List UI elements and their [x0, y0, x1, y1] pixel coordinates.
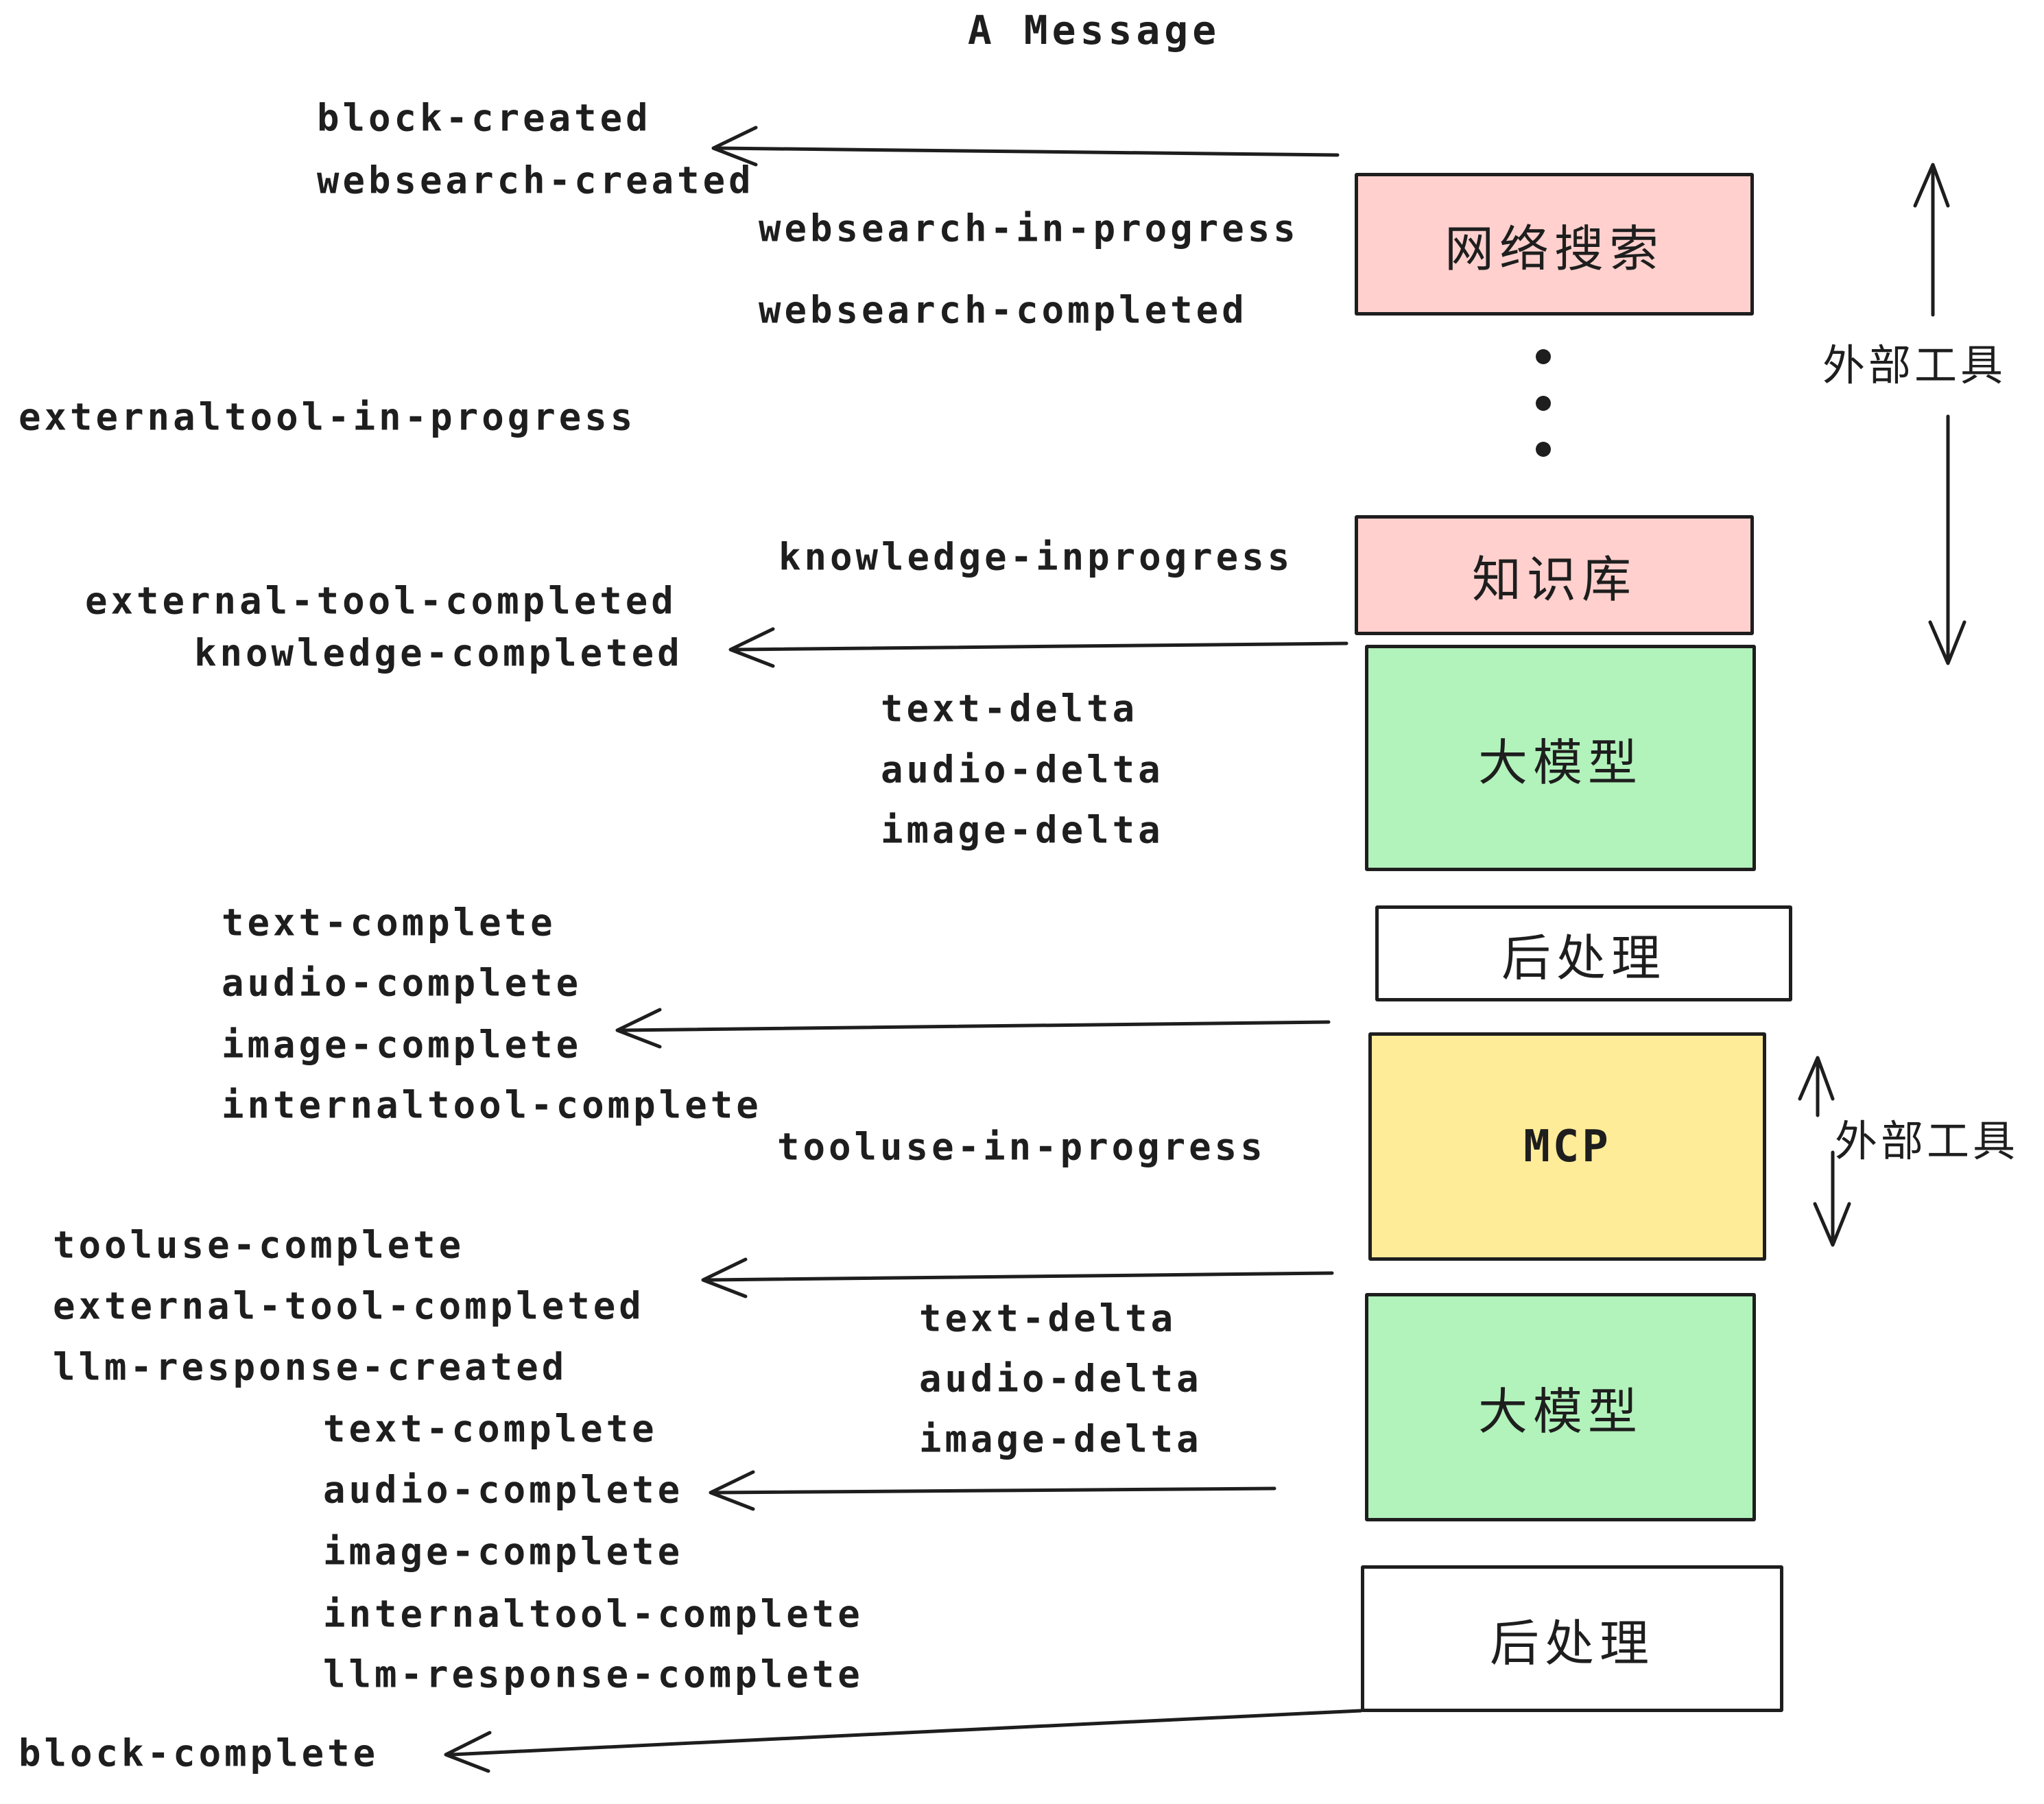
event-websearch-completed: websearch-completed — [759, 288, 1248, 332]
arrow-to-tooluse-complete-icon — [701, 1257, 1334, 1298]
box-llm-1-label: 大模型 — [1477, 735, 1643, 791]
external-tools-top-up-arrow-icon — [1913, 163, 1950, 317]
arrow-to-knowledge-completed-icon — [728, 627, 1348, 668]
event-image-complete-1: image-complete — [222, 1023, 582, 1067]
event-text-complete-1: text-complete — [222, 901, 556, 945]
box-llm-2-label: 大模型 — [1477, 1385, 1643, 1440]
event-block-created: block-created — [317, 96, 652, 140]
external-tools-mcp-up-arrow-icon — [1798, 1056, 1835, 1117]
event-audio-delta-1: audio-delta — [881, 748, 1164, 792]
event-knowledge-inprogress: knowledge-inprogress — [779, 535, 1294, 579]
event-websearch-in-progress: websearch-in-progress — [759, 206, 1299, 250]
event-knowledge-completed: knowledge-completed — [194, 631, 683, 675]
label-external-tools-mcp: 外部工具 — [1835, 1118, 2019, 1165]
box-postprocess-2: 后处理 — [1361, 1565, 1783, 1712]
box-llm-2: 大模型 — [1365, 1293, 1756, 1521]
arrow-to-websearch-created-icon — [711, 126, 1340, 167]
page-title: A Message — [967, 7, 1221, 54]
box-knowledge: 知识库 — [1355, 515, 1754, 635]
event-llm-response-complete: llm-response-complete — [323, 1652, 864, 1696]
label-external-tools-top: 外部工具 — [1822, 342, 2007, 390]
box-postprocess-1: 后处理 — [1375, 905, 1792, 1001]
event-image-complete-2: image-complete — [323, 1530, 684, 1574]
event-image-delta-2: image-delta — [919, 1417, 1202, 1461]
box-mcp: MCP — [1368, 1032, 1766, 1261]
box-postprocess-1-label: 后处理 — [1501, 931, 1666, 986]
arrow-to-image-complete-icon — [615, 1008, 1331, 1049]
box-websearch: 网络搜索 — [1355, 173, 1754, 316]
box-llm-1: 大模型 — [1365, 645, 1756, 871]
event-text-complete-2: text-complete — [323, 1407, 658, 1451]
event-tooluse-complete: tooluse-complete — [53, 1223, 465, 1267]
arrow-to-audio-complete-icon — [709, 1470, 1276, 1511]
event-internaltool-complete-1: internaltool-complete — [222, 1083, 762, 1127]
event-tooluse-in-progress: tooluse-in-progress — [777, 1125, 1266, 1169]
event-image-delta-1: image-delta — [881, 808, 1164, 852]
box-mcp-label: MCP — [1523, 1121, 1611, 1172]
event-audio-complete-1: audio-complete — [222, 961, 582, 1005]
event-audio-complete-2: audio-complete — [323, 1468, 684, 1512]
box-websearch-label: 网络搜索 — [1444, 222, 1664, 277]
event-external-tool-completed: external-tool-completed — [85, 579, 677, 623]
event-internaltool-complete-2: internaltool-complete — [323, 1592, 864, 1636]
ellipsis-dots-icon — [1536, 349, 1551, 457]
event-llm-response-created: llm-response-created — [53, 1345, 568, 1389]
arrow-to-block-complete-icon — [444, 1709, 1363, 1773]
event-external-tool-completed-2: external-tool-completed — [53, 1284, 645, 1328]
event-websearch-created: websearch-created — [317, 158, 754, 202]
event-audio-delta-2: audio-delta — [919, 1357, 1202, 1401]
event-externaltool-in-progress: externaltool-in-progress — [19, 395, 637, 439]
box-knowledge-label: 知识库 — [1471, 553, 1637, 608]
external-tools-top-down-arrow-icon — [1928, 414, 1966, 665]
event-text-delta-1: text-delta — [881, 687, 1139, 731]
event-text-delta-2: text-delta — [919, 1296, 1177, 1340]
event-block-complete: block-complete — [19, 1731, 379, 1775]
box-postprocess-2-label: 后处理 — [1489, 1616, 1654, 1672]
